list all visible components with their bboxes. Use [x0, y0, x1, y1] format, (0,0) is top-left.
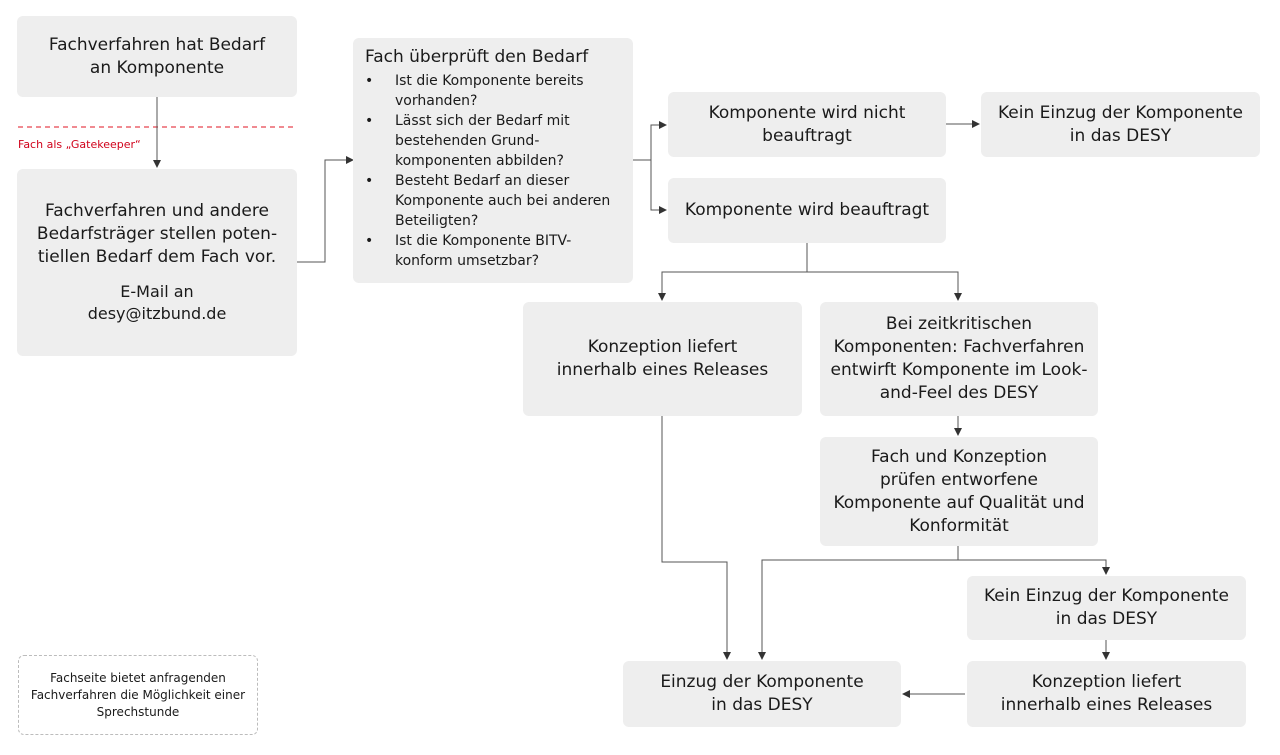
node-concept-release-line: Konzeption liefert	[587, 337, 738, 357]
node-no-adoption-bottom-line: in das DESY	[1055, 609, 1158, 629]
check-bullet-line: Beteiligten?	[395, 213, 479, 229]
node-no-adoption-top-line: in das DESY	[1069, 125, 1172, 146]
node-adoption-line: Einzug der Komponente	[660, 672, 864, 692]
node-not-commissioned-line: beauftragt	[762, 125, 852, 146]
node-time-critical-line: Komponenten: Fachverfahren	[833, 337, 1085, 357]
node-quality-check: Fach und Konzeption prüfen entworfene Ko…	[820, 437, 1098, 546]
check-bullet: Ist die Komponente BITV- konform umsetzb…	[365, 231, 610, 271]
check-bullet-line: bestehenden Grund-	[395, 133, 540, 149]
gatekeeper-label: Fach als „Gatekeeper“	[18, 138, 141, 151]
node-present-email-label: E-Mail an	[120, 282, 194, 301]
check-bullet: Ist die Komponente bereits vorhanden?	[365, 71, 610, 111]
node-present-line: Fachverfahren und andere	[45, 201, 269, 221]
node-commissioned: Komponente wird beauftragt	[668, 178, 946, 243]
node-check: Fach überprüft den Bedarf Ist die Kompon…	[353, 38, 633, 283]
edge-quality-to-no-adoption	[958, 559, 1110, 575]
check-bullet: Lässt sich der Bedarf mit bestehenden Gr…	[365, 111, 610, 171]
check-bullet-line: komponenten abbilden?	[395, 153, 564, 169]
node-check-title: Fach überprüft den Bedarf	[365, 47, 589, 67]
node-adoption-line: in das DESY	[711, 695, 813, 715]
check-bullet-line: Besteht Bedarf an dieser	[395, 173, 570, 189]
edge-check-to-branch	[633, 121, 667, 161]
edge-branch-to-commissioned	[650, 160, 667, 214]
node-adoption: Einzug der Komponente in das DESY	[623, 661, 901, 727]
node-time-critical-line: Bei zeitkritischen	[885, 314, 1033, 334]
node-concept-release: Konzeption liefert innerhalb eines Relea…	[523, 302, 802, 416]
node-no-adoption-top: Kein Einzug der Komponente in das DESY	[981, 92, 1260, 157]
node-not-commissioned-line: Komponente wird nicht	[708, 102, 906, 123]
node-no-adoption-bottom-line: Kein Einzug der Komponente	[983, 586, 1230, 606]
node-quality-check-line: Konformität	[909, 515, 1009, 536]
node-concept-release-bottom: Konzeption liefert innerhalb eines Relea…	[967, 661, 1246, 727]
node-time-critical: Bei zeitkritischen Komponenten: Fachverf…	[820, 302, 1098, 416]
node-time-critical-line: and-Feel des DESY	[879, 383, 1039, 403]
node-quality-check-line: Komponente auf Qualität und	[833, 492, 1085, 513]
node-need: Fachverfahren hat Bedarf an Komponente	[17, 16, 297, 97]
check-bullet-line: Ist die Komponente bereits	[395, 73, 584, 89]
node-commissioned-line: Komponente wird beauftragt	[684, 200, 930, 220]
node-need-line: an Komponente	[89, 57, 225, 78]
node-concept-release-bottom-line: Konzeption liefert	[1031, 672, 1182, 692]
node-present-line: tiellen Bedarf dem Fach vor.	[37, 247, 277, 267]
check-bullet-line: konform umsetzbar?	[395, 253, 540, 269]
note-line: Fachseite bietet anfragenden	[50, 670, 226, 685]
check-bullet: Besteht Bedarf an dieser Komponente auch…	[365, 171, 610, 231]
edge-commissioned-to-time-critical	[807, 271, 962, 301]
node-present: Fachverfahren und andere Bedarfsträger s…	[17, 169, 297, 356]
node-time-critical-line: entwirft Komponente im Look-	[830, 360, 1088, 380]
check-bullet-list: Ist die Komponente bereits vorhanden? Lä…	[365, 71, 610, 271]
node-concept-release-bottom-line: innerhalb eines Releases	[1000, 695, 1213, 715]
consultation-note: Fachseite bietet anfragenden Fachverfahr…	[18, 655, 258, 735]
note-line: Sprechstunde	[96, 704, 180, 719]
node-concept-release-line: innerhalb eines Releases	[556, 360, 769, 380]
node-not-commissioned: Komponente wird nicht beauftragt	[668, 92, 946, 157]
check-bullet-line: Komponente auch bei anderen	[395, 193, 611, 209]
node-quality-check-line: Fach und Konzeption	[870, 446, 1048, 467]
node-no-adoption-bottom: Kein Einzug der Komponente in das DESY	[967, 576, 1246, 640]
node-present-email-address: desy@itzbund.de	[87, 304, 227, 323]
check-bullet-line: Lässt sich der Bedarf mit	[395, 113, 570, 129]
edge-commissioned-split	[658, 243, 808, 301]
check-bullet-line: Ist die Komponente BITV-	[395, 233, 572, 249]
edge-present-to-check	[297, 156, 354, 263]
edge-concept-to-adoption	[661, 416, 731, 660]
node-no-adoption-top-line: Kein Einzug der Komponente	[997, 102, 1244, 123]
check-bullet-line: vorhanden?	[395, 93, 478, 109]
node-need-line: Fachverfahren hat Bedarf	[48, 34, 266, 55]
edge-quality-to-adoption	[758, 546, 959, 660]
node-quality-check-line: prüfen entworfene	[879, 469, 1039, 490]
note-line: Fachverfahren die Möglichkeit einer	[30, 687, 246, 702]
node-present-line: Bedarfsträger stellen poten-	[36, 224, 278, 244]
